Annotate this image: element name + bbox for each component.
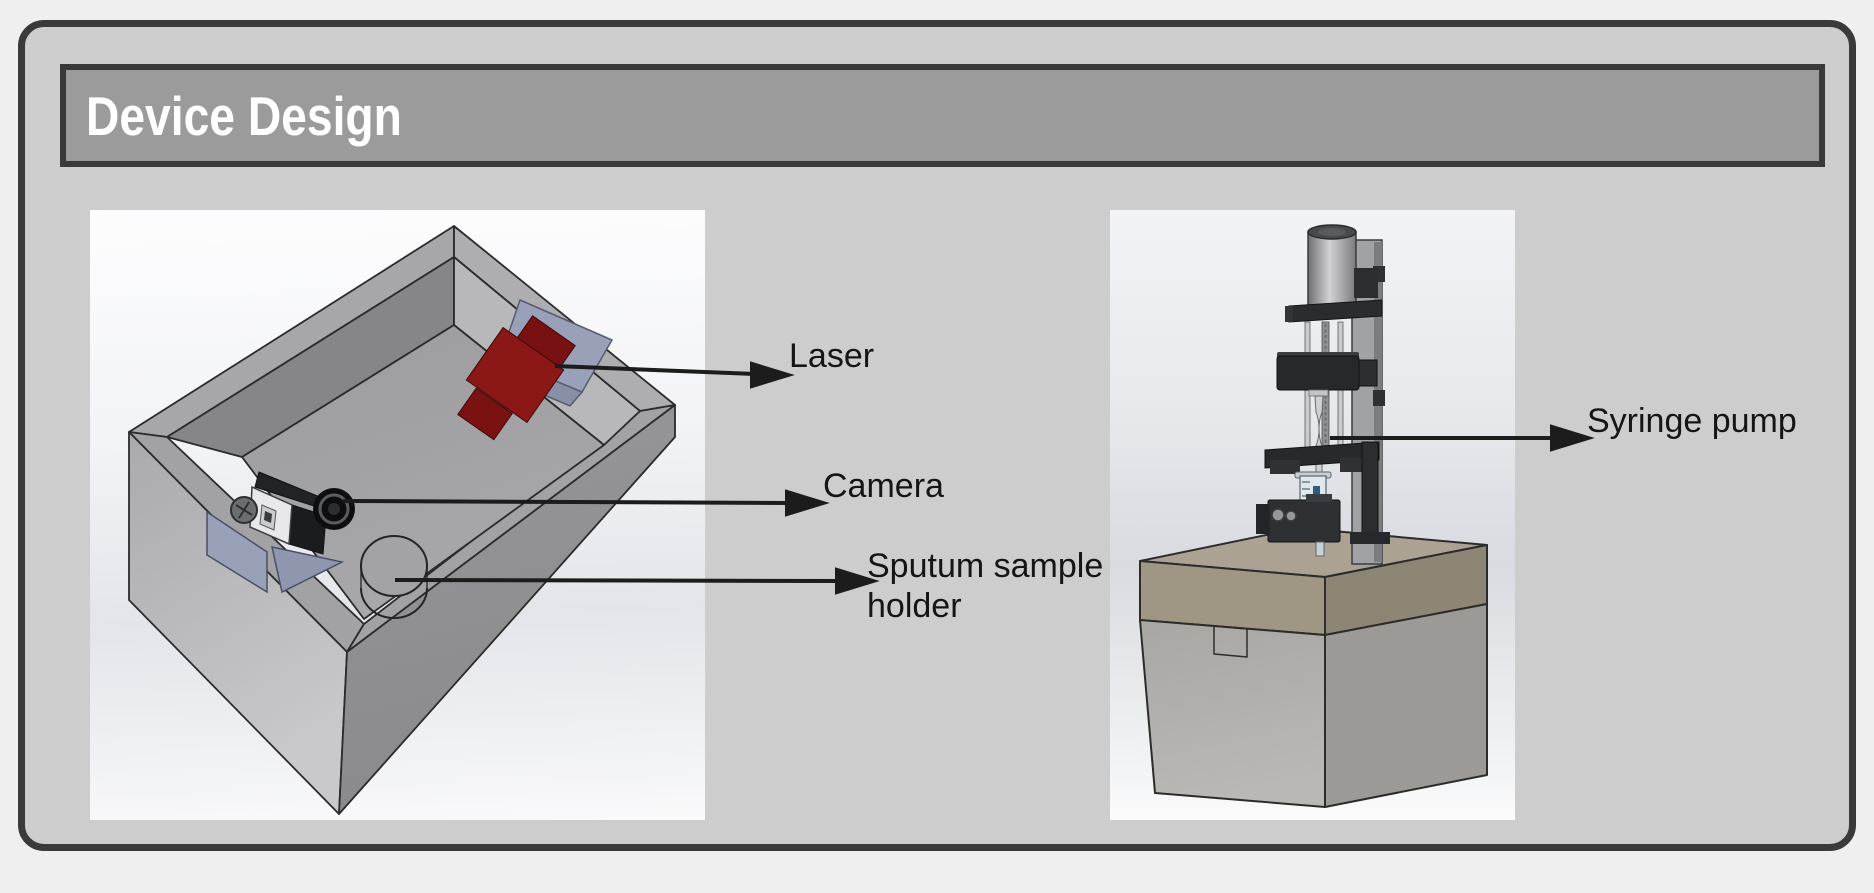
sputum-sample-holder-label: Sputum sample holder	[867, 547, 1104, 625]
syringe-label	[1313, 486, 1320, 495]
laser-body	[465, 326, 565, 424]
syringe-pump-figure	[1139, 224, 1488, 808]
carriage-wing	[1358, 359, 1378, 387]
camera-arrowhead	[785, 489, 830, 517]
motor-mount	[1354, 268, 1378, 298]
camera-assembly	[206, 471, 355, 594]
clamp-screw	[1285, 510, 1297, 522]
pump-base-box	[1139, 527, 1488, 808]
slide-header: Device Design	[60, 64, 1825, 167]
box-latch-notch	[1213, 625, 1248, 658]
plunger-thumb-rest	[1308, 389, 1329, 397]
box-body-side	[1324, 603, 1488, 808]
camera-label: Camera	[823, 467, 944, 505]
clamp-screw	[1271, 508, 1285, 522]
outer-wall-right	[338, 404, 676, 815]
bracket-foot	[1350, 532, 1390, 544]
camera-bracket	[206, 510, 268, 594]
enclosure-figure	[128, 225, 676, 815]
carriage-block	[1276, 355, 1360, 391]
pump-figure-panel	[1110, 210, 1515, 820]
slide-card: Device Design	[18, 20, 1856, 851]
camera-port	[264, 511, 272, 523]
box-body-front	[1139, 619, 1326, 808]
page-title: Device Design	[86, 84, 402, 147]
side-bracket	[1361, 441, 1379, 543]
barrel-tip	[1315, 541, 1325, 557]
syringe-pump-label: Syringe pump	[1587, 402, 1797, 440]
tower-bolt-block	[1373, 390, 1385, 406]
laser-nozzle	[457, 387, 513, 441]
laser-arrowhead	[750, 361, 795, 389]
slide: Device Design	[18, 20, 1856, 851]
stepper-motor	[1307, 231, 1357, 307]
syringe-arrowhead	[1550, 424, 1595, 452]
pump-tower	[1256, 224, 1390, 565]
laser-label: Laser	[789, 337, 875, 375]
camera-bracket-gusset	[271, 546, 345, 594]
enclosure-figure-panel	[90, 210, 705, 820]
